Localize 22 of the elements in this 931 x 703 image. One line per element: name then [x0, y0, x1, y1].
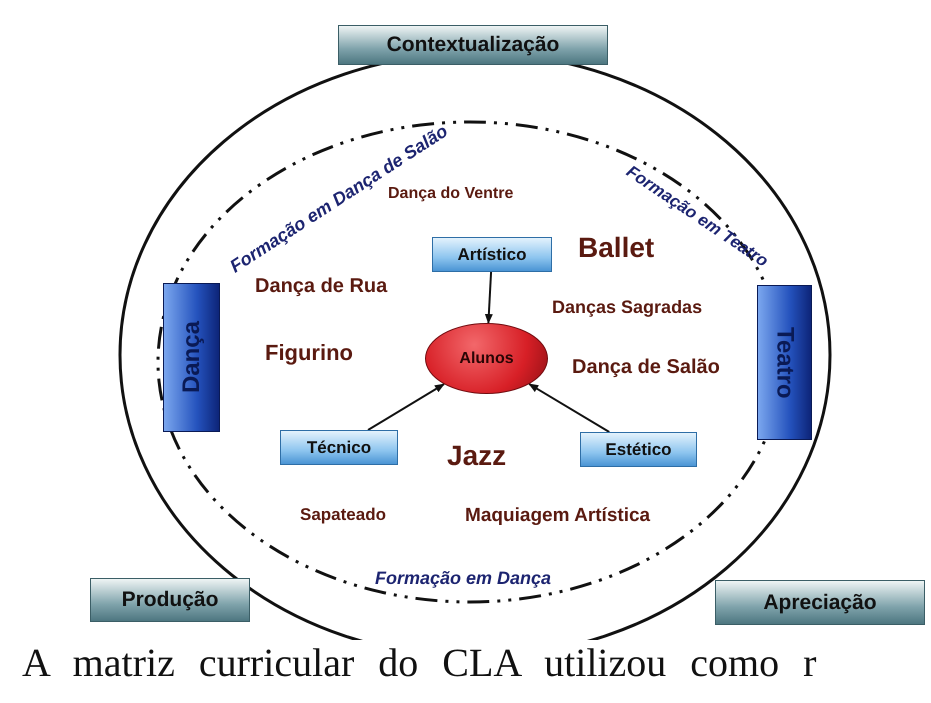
corner-box: Produção	[90, 578, 250, 622]
dance-label: Jazz	[447, 440, 506, 472]
process-box: Artístico	[432, 237, 552, 272]
arrow	[367, 383, 445, 431]
curved-label: Formação em Dança	[375, 568, 552, 589]
corner-box: Apreciação	[715, 580, 925, 625]
arrow	[528, 383, 610, 433]
dance-label: Dança de Rua	[255, 275, 388, 298]
dance-label: Dança de Salão	[572, 356, 720, 379]
arrow	[484, 272, 493, 324]
dance-label: Sapateado	[300, 505, 386, 525]
process-box: Técnico	[280, 430, 398, 465]
ellipse-node: Alunos	[425, 323, 548, 394]
title-box: Contextualização	[338, 25, 608, 65]
dance-label: Dança do Ventre	[388, 185, 514, 203]
vertical-box: Teatro	[757, 285, 812, 440]
dance-label: Ballet	[578, 232, 654, 264]
dance-label: Figurino	[265, 340, 353, 366]
dance-label: Danças Sagradas	[552, 297, 702, 318]
dance-label: Maquiagem Artística	[465, 505, 650, 527]
process-box: Estético	[580, 432, 697, 467]
vertical-box: Dança	[163, 283, 220, 432]
